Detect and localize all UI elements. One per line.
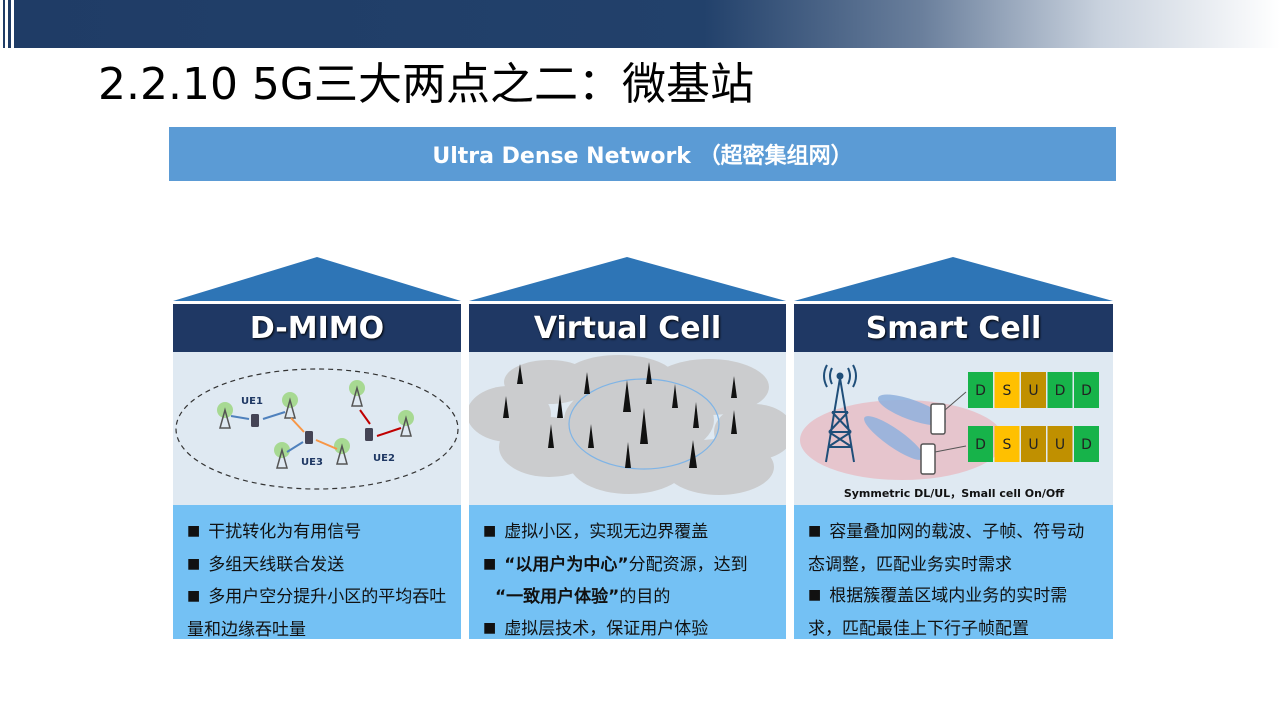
subframe-cell bbox=[1021, 426, 1046, 462]
subframe-cell bbox=[968, 426, 993, 462]
roof-triangle bbox=[794, 255, 1113, 301]
subframe-cell bbox=[968, 372, 993, 408]
d-mimo-bullets: ■干扰转化为有用信号 ■多组天线联合发送 ■多用户空分提升小区的平均吞吐量和边缘… bbox=[173, 505, 461, 640]
ue2-label: UE2 bbox=[373, 453, 395, 464]
subframe-label: U bbox=[1055, 437, 1065, 453]
ue1-label: UE1 bbox=[241, 396, 263, 407]
subframe-cell bbox=[1047, 426, 1073, 462]
subframe-label: D bbox=[1081, 437, 1092, 453]
d-mimo-diagram: UE1 UE2 UE3 bbox=[173, 352, 461, 505]
bullet-item: ■多组天线联合发送 bbox=[187, 554, 345, 575]
subframe-cell bbox=[1047, 372, 1073, 408]
antenna-icon bbox=[503, 362, 737, 468]
top-decor-bar bbox=[0, 0, 1280, 48]
signal-arrows bbox=[230, 409, 402, 453]
antenna-icon bbox=[217, 380, 414, 469]
smart-cell-caption: Symmetric DL/UL，Small cell On/Off bbox=[844, 487, 1064, 500]
ue3-label: UE3 bbox=[301, 457, 323, 468]
column-heading: D-MIMO bbox=[173, 304, 461, 352]
virtual-cell-bullets: ■虚拟小区，实现无边界覆盖 ■“以用户为中心”分配资源，达到 “一致用户体验”的… bbox=[469, 505, 786, 639]
subframe-label: D bbox=[1055, 383, 1066, 399]
column-heading: Smart Cell bbox=[794, 304, 1113, 352]
page-title: 2.2.10 5G三大两点之二：微基站 bbox=[98, 59, 755, 110]
top-decor-stripes bbox=[0, 0, 22, 48]
column-d-mimo: D-MIMO bbox=[173, 255, 461, 640]
cell-clouds bbox=[469, 355, 786, 495]
bullet-item: ■虚拟层技术，保证用户体验 bbox=[483, 618, 709, 639]
roof-triangle bbox=[173, 255, 461, 301]
subframe-label: U bbox=[1028, 437, 1038, 453]
column-heading: Virtual Cell bbox=[469, 304, 786, 352]
tower-icon bbox=[823, 364, 857, 463]
bullet-item: ■“以用户为中心”分配资源，达到 bbox=[483, 554, 748, 575]
column-virtual-cell: Virtual Cell bbox=[469, 255, 786, 639]
roof-triangle bbox=[469, 255, 786, 301]
subframe-label: U bbox=[1028, 383, 1038, 399]
subframe-label: D bbox=[975, 383, 986, 399]
subframe-cell bbox=[1074, 426, 1099, 462]
subframe-label: D bbox=[1081, 383, 1092, 399]
phone-icon bbox=[920, 403, 946, 475]
smart-cell-bullets: ■容量叠加网的载波、子帧、符号动态调整，匹配业务实时需求 ■根据簇覆盖区域内业务… bbox=[794, 505, 1113, 639]
bullet-item: ■多用户空分提升小区的平均吞吐量和边缘吞吐量 bbox=[187, 587, 447, 640]
ue-phone-icon bbox=[251, 414, 373, 444]
bullet-item: ■容量叠加网的载波、子帧、符号动态调整，匹配业务实时需求 bbox=[808, 522, 1085, 575]
subframe-label: D bbox=[975, 437, 986, 453]
bullet-item: ■干扰转化为有用信号 bbox=[187, 522, 362, 542]
subframe-cell bbox=[1021, 372, 1046, 408]
banner-ultra-dense-network: Ultra Dense Network （超密集组网） bbox=[169, 127, 1116, 181]
virtual-cell-diagram bbox=[469, 352, 786, 505]
bullet-item: ■根据簇覆盖区域内业务的实时需求，匹配最佳上下行子帧配置 bbox=[808, 586, 1068, 639]
bullet-item: ■虚拟小区，实现无边界覆盖 bbox=[483, 522, 709, 542]
bullet-item-continued: “一致用户体验”的目的 bbox=[495, 587, 671, 607]
subframe-label: S bbox=[1003, 437, 1012, 453]
subframe-cell bbox=[994, 426, 1020, 462]
subframe-cell bbox=[994, 372, 1020, 408]
subframe-cell bbox=[1074, 372, 1099, 408]
subframe-label: S bbox=[1003, 383, 1012, 399]
